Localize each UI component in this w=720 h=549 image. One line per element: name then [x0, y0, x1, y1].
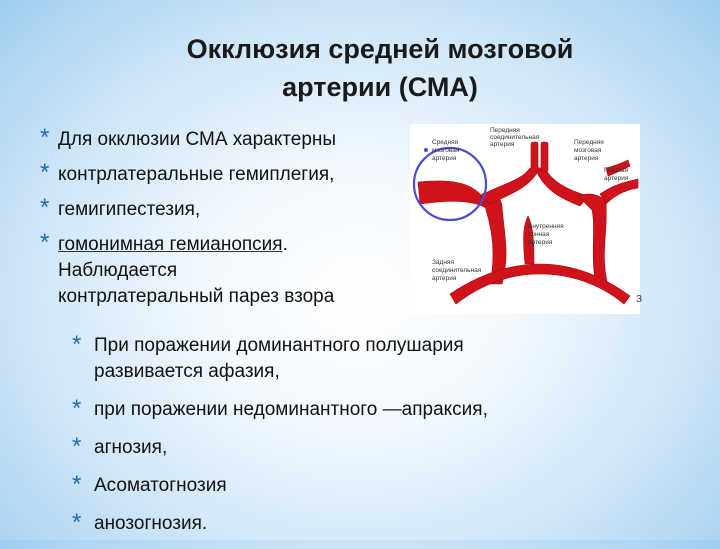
- highlight-circle: [412, 146, 488, 222]
- basilar-artery: [523, 215, 535, 265]
- asterisk-bullet-icon: *: [40, 194, 50, 221]
- mca-left-artery: [417, 180, 487, 209]
- lower-bullet-line: агнозия,: [94, 437, 168, 458]
- ophthalmic-artery: [605, 159, 631, 177]
- mca-right-artery: [599, 178, 639, 205]
- asterisk-bullet-icon: *: [40, 229, 50, 256]
- lower-bullet-item: * агнозия,: [72, 433, 632, 461]
- lower-bullet-item: * анозогнозия.: [72, 509, 632, 537]
- bullet-tail: .: [282, 234, 288, 255]
- ica-right-artery: [577, 193, 609, 287]
- highlight-dot: [424, 148, 428, 152]
- asterisk-bullet-icon: *: [72, 395, 82, 422]
- acom-stem: [540, 141, 549, 173]
- lower-bullet-line: Асоматогнозия: [94, 475, 227, 496]
- asterisk-bullet-icon: *: [40, 124, 50, 151]
- bullet-text: контрлатеральные гемиплегия,: [58, 164, 335, 185]
- pcom-artery: [449, 263, 631, 305]
- asterisk-bullet-icon: *: [72, 331, 82, 358]
- bullet-list: * Для окклюзии СМА характерны * контрлатер…: [40, 124, 400, 310]
- bullet-text: гемигипестезия,: [58, 199, 201, 220]
- continuation-line: Наблюдается: [58, 260, 178, 281]
- asterisk-bullet-icon: *: [72, 509, 82, 536]
- asterisk-bullet-icon: *: [40, 159, 50, 186]
- lower-bullet-line: анозогнозия.: [94, 513, 208, 534]
- continuation-line: контрлатеральный парез взора: [58, 286, 335, 307]
- arteries: [417, 141, 639, 305]
- lower-bullet-line: при поражении недоминантного —апраксия,: [94, 399, 488, 420]
- bullet-text: гомонимная гемианопсия: [58, 234, 283, 255]
- title-line-1: Окклюзия средней мозговой: [186, 34, 574, 64]
- aca-artery: [479, 167, 541, 205]
- title-line-2: артерии (СМА): [282, 72, 478, 102]
- asterisk-bullet-icon: *: [72, 433, 82, 460]
- bullet-item: * гомонимная гемианопсия.: [40, 229, 400, 258]
- acom-stem: [530, 141, 539, 173]
- bullet-item: * контрлатеральные гемиплегия,: [40, 159, 400, 188]
- lower-bullet-line: развивается афазия,: [94, 361, 280, 382]
- lower-bullet-item: * Асоматогнозия: [72, 471, 632, 499]
- asterisk-bullet-icon: *: [72, 471, 82, 498]
- bullet-item: * гемигипестезия,: [40, 194, 400, 223]
- slide-title: Окклюзия средней мозговой артерии (СМА): [120, 30, 640, 106]
- figure-edge-mark: З: [635, 294, 642, 305]
- lower-bullet-list: * При поражении доминантного полушария раз…: [72, 331, 632, 549]
- bullet-item: * Для окклюзии СМА характерны: [40, 124, 400, 153]
- lower-bullet-item: * при поражении недоминантного —апраксия…: [72, 395, 632, 423]
- lower-bullet-line: При поражении доминантного полушария: [94, 335, 464, 356]
- aca-artery-right: [534, 167, 589, 207]
- bullet-text: Для окклюзии СМА характерны: [58, 129, 337, 150]
- lower-bullet-item: * При поражении доминантного полушария раз…: [72, 331, 632, 385]
